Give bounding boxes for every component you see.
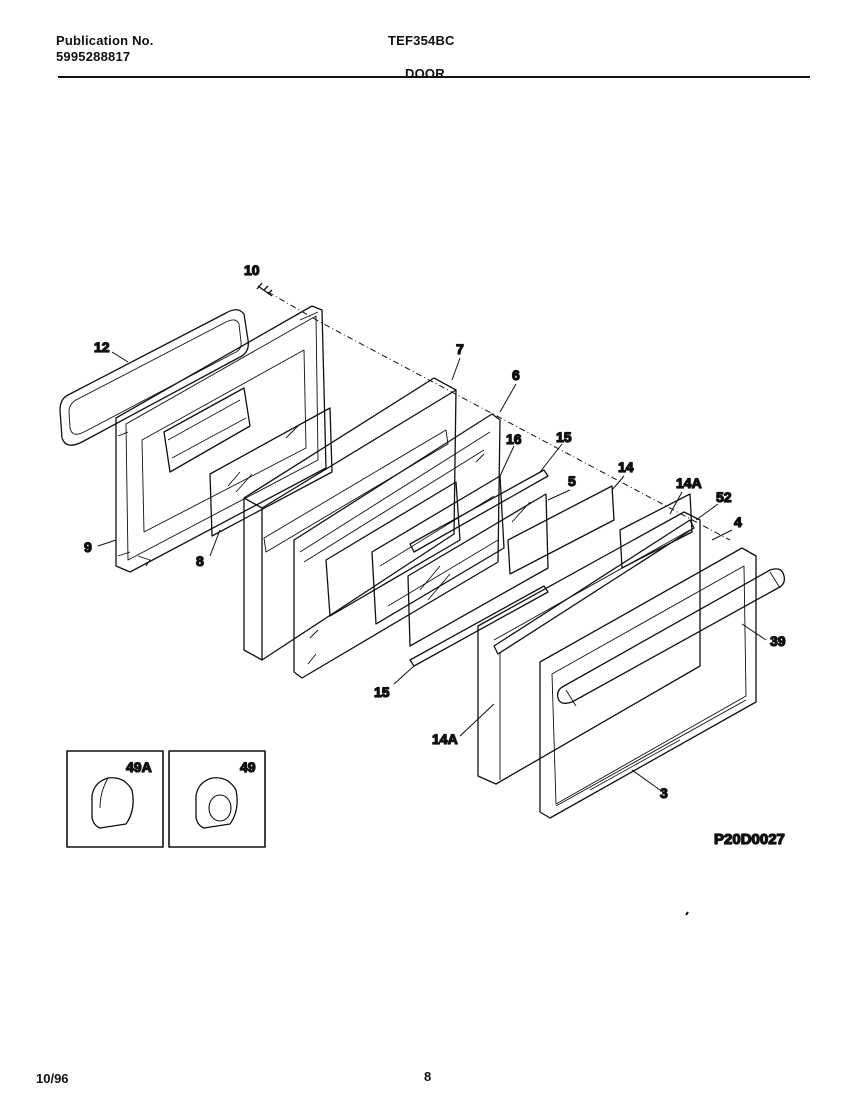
callout-14: 14 (618, 459, 634, 475)
trim-strip-lower-part (409, 585, 549, 667)
inner-glass-part (209, 407, 333, 537)
heat-shield-part (507, 485, 615, 575)
header-rule (58, 76, 810, 78)
trim-strip-upper-part (409, 469, 549, 553)
outer-door-frame-part (539, 547, 757, 819)
drawing-code: P20D0027 (714, 831, 785, 848)
leader-lines (97, 351, 767, 791)
callout-7: 7 (456, 341, 464, 357)
callout-6: 6 (512, 367, 520, 383)
callout-14a-lower: 14A (432, 731, 458, 747)
door-panel-part (293, 413, 501, 679)
callout-4: 4 (734, 514, 742, 530)
callout-8: 8 (196, 553, 204, 569)
callout-10: 10 (244, 262, 260, 278)
inset-label-49a: 49A (126, 759, 152, 775)
callout-3: 3 (660, 785, 668, 801)
door-handle-part (556, 568, 786, 707)
page-number: 8 (424, 1069, 432, 1084)
stray-mark (685, 911, 689, 916)
outer-glass-lower-part (477, 511, 701, 785)
callout-15-lower: 15 (374, 684, 390, 700)
callout-39: 39 (770, 633, 786, 649)
callout-9: 9 (84, 539, 92, 555)
glass-retainer-part (493, 519, 695, 655)
footer-date: 10/96 (36, 1071, 69, 1086)
inner-door-liner-part (115, 305, 327, 573)
callout-14a-upper: 14A (676, 475, 702, 491)
callout-5: 5 (568, 473, 576, 489)
outer-glass-upper-part (619, 493, 693, 569)
callout-12: 12 (94, 339, 110, 355)
inset-box-49 (168, 750, 266, 848)
callout-52: 52 (716, 489, 732, 505)
publication-number: 5995288817 (56, 49, 131, 64)
door-insulation-part (243, 377, 457, 661)
inset-label-49: 49 (240, 759, 256, 775)
window-frame-part (371, 475, 505, 625)
model-number: TEF354BC (388, 33, 455, 48)
door-glass-part (407, 493, 549, 647)
publication-label: Publication No. (56, 33, 154, 48)
callout-16: 16 (506, 431, 522, 447)
screw-part (256, 282, 273, 297)
assembly-guide-line (267, 291, 731, 541)
door-gasket-part (59, 309, 249, 446)
inset-box-49a (66, 750, 164, 848)
callout-15-upper: 15 (556, 429, 572, 445)
